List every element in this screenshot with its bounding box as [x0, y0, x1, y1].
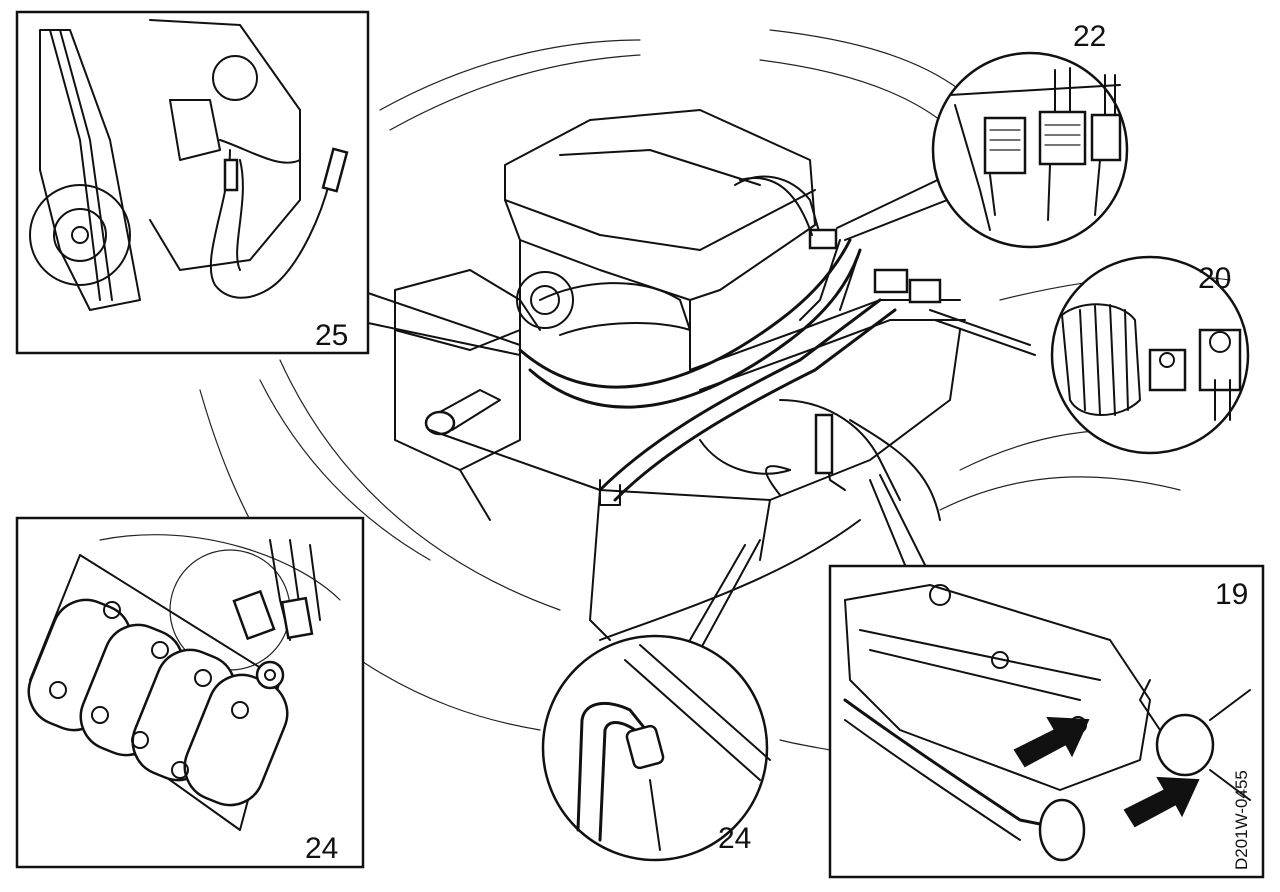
callout-25: 25 [315, 319, 348, 352]
callout-19: 19 [1215, 578, 1248, 611]
detail-panel-25: 25 [15, 10, 370, 355]
leader-lines [367, 174, 1036, 651]
detail-panel-24: 24 [15, 516, 365, 869]
ground-clip-24 [625, 724, 665, 770]
detail-circle-22: 22 [931, 20, 1129, 249]
callout-22: 22 [1073, 20, 1106, 53]
air-cleaner-housing [504, 109, 816, 301]
intake-hose [539, 282, 691, 336]
figure-code: D201W-0455 [1232, 770, 1251, 870]
connector-boot-19b [1155, 713, 1215, 777]
connector-20 [1148, 348, 1187, 392]
arrow-lower [1123, 776, 1200, 828]
coil-pack-units [27, 598, 289, 807]
detail-circle-20: 20 [1050, 255, 1250, 455]
arrow-upper [1013, 716, 1090, 768]
detail-panel-19: 19 D201W-0455 [828, 564, 1265, 879]
relay-22b [1038, 110, 1087, 166]
engine-assembly [394, 109, 966, 641]
callout-24-circle: 24 [718, 822, 751, 855]
callout-20: 20 [1198, 262, 1231, 295]
relay-22c [1090, 113, 1122, 162]
relay-22a [983, 116, 1027, 175]
callout-24-panel: 24 [305, 832, 338, 865]
wiring-harness [518, 177, 942, 502]
detail-circle-24: 24 [541, 634, 771, 862]
connector-boot-19a [1038, 798, 1086, 862]
